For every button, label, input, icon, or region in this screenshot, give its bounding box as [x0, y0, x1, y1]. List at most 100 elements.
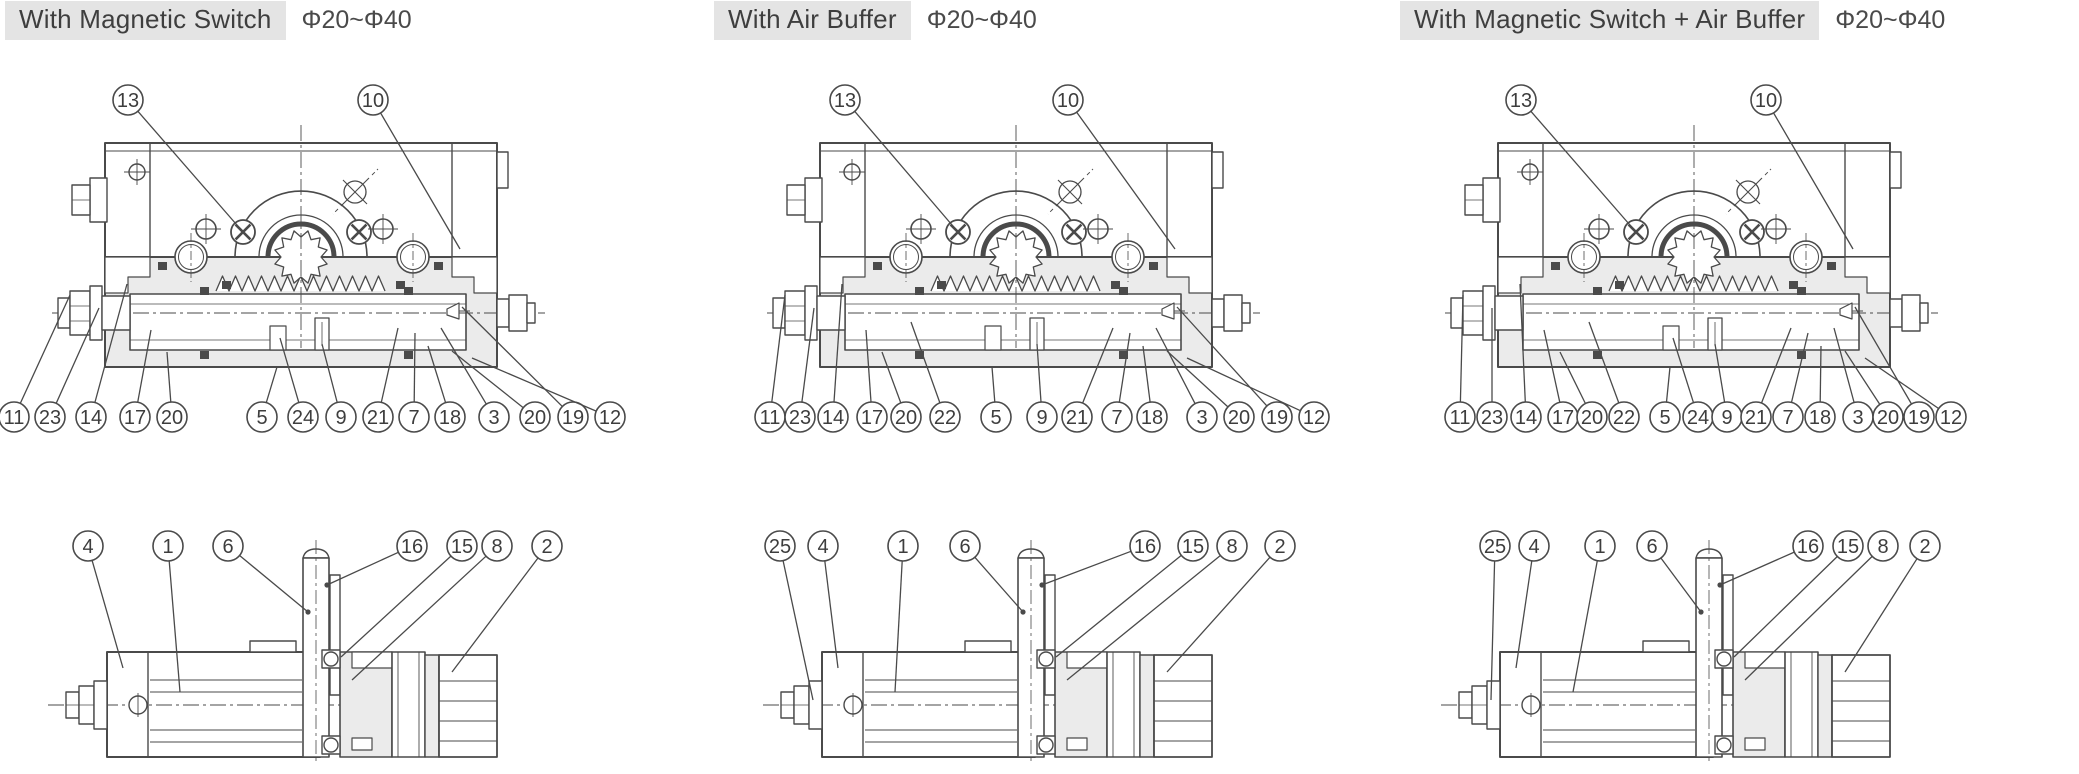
callout-number: 11	[760, 407, 781, 429]
cross-section-view-1: 13 10 11 23 14 17 20 5 2	[0, 84, 626, 433]
top-flange	[249, 640, 297, 653]
seal-mark	[200, 287, 209, 295]
seal-mark	[915, 351, 924, 359]
callout-13: 13	[112, 84, 244, 233]
mounting-tab	[1889, 151, 1902, 189]
callout-14: 14	[75, 283, 128, 433]
seal-mark	[915, 287, 924, 295]
actuator-side-view	[1441, 540, 1891, 765]
callout-20: 20	[1166, 350, 1255, 433]
callout-number: 9	[1721, 407, 1732, 429]
seal-mark	[1797, 351, 1806, 359]
crossed-circle-symbol	[332, 168, 379, 215]
end-bolt-top	[71, 177, 108, 223]
pinion-gear	[274, 230, 328, 284]
seal-mark	[1149, 262, 1158, 270]
seal-mark	[396, 281, 405, 289]
callout-number: 14	[1515, 407, 1537, 429]
side-view-1: 4 1 6 16 15 8 2	[48, 530, 563, 765]
end-bolt-top	[1464, 177, 1501, 223]
callout-number: 20	[1228, 407, 1250, 429]
callout-number: 1	[162, 536, 173, 558]
callout-number: 5	[990, 407, 1001, 429]
callout-4: 4	[807, 530, 839, 669]
callout-10: 10	[1750, 84, 1854, 250]
crossed-circle-symbol	[1725, 168, 1772, 215]
buffer-adjuster-bolt	[496, 294, 536, 332]
callout-24: 24	[279, 337, 319, 433]
panel-title-2: With Air Buffer	[714, 1, 911, 40]
callout-25: 25	[1479, 530, 1511, 701]
callout-19: 19	[461, 306, 589, 433]
piston-rod-bolt	[57, 285, 131, 341]
callout-1: 1	[887, 530, 919, 693]
callout-number: 13	[117, 90, 139, 112]
callout-number: 23	[1481, 407, 1503, 429]
rod-end-bolt	[65, 680, 108, 730]
cross-section-view-3: 13 10 11 23 14 17 20 22	[1444, 84, 1967, 433]
callout-5: 5	[1649, 366, 1681, 433]
callout-7: 7	[1772, 332, 1809, 433]
callout-4: 4	[1515, 530, 1550, 669]
callout-13: 13	[829, 84, 959, 233]
shaft-bearing	[1658, 221, 1730, 258]
callout-number: 23	[789, 407, 811, 429]
callout-number: 14	[80, 407, 102, 429]
callout-14: 14	[817, 283, 849, 433]
port-hole	[174, 233, 208, 282]
callout-number: 24	[292, 407, 314, 429]
callout-15: 15	[340, 530, 478, 658]
panel-title-1: With Magnetic Switch	[5, 1, 286, 40]
cover-screw-icon	[1517, 159, 1543, 185]
callout-number: 22	[934, 407, 956, 429]
callout-number: 18	[1809, 407, 1831, 429]
bearing	[1714, 649, 1734, 669]
pinion-gear	[989, 230, 1043, 284]
side-view-3: 25 4 1 6 16 15 8 2	[1441, 530, 1941, 765]
callout-12: 12	[1864, 357, 1967, 433]
screw-hole-icon	[1761, 214, 1791, 244]
callout-23: 23	[1476, 308, 1508, 433]
callout-22: 22	[1588, 321, 1640, 433]
cover-screw-icon	[839, 159, 865, 185]
callout-number: 21	[367, 407, 389, 429]
callout-number: 13	[834, 90, 856, 112]
switch-rail-plate	[329, 574, 341, 696]
table-column	[1784, 651, 1819, 758]
callout-number: 8	[1877, 536, 1888, 558]
callout-number: 19	[562, 407, 584, 429]
callout-number: 10	[1057, 90, 1079, 112]
callout-number: 19	[1908, 407, 1930, 429]
callout-number: 15	[451, 536, 473, 558]
callout-14: 14	[1510, 283, 1542, 433]
callout-9: 9	[321, 343, 357, 433]
callout-number: 6	[222, 536, 233, 558]
mounting-tab	[1211, 151, 1224, 189]
top-flange	[964, 640, 1012, 653]
bearing	[321, 649, 341, 669]
callout-16: 16	[1039, 530, 1161, 588]
callout-23: 23	[34, 307, 100, 433]
piston-rack	[129, 293, 467, 351]
seal-mark	[200, 351, 209, 359]
callout-20: 20	[1559, 351, 1608, 433]
bearing	[1036, 649, 1056, 669]
callout-number: 17	[124, 407, 146, 429]
panel-title-3: With Magnetic Switch + Air Buffer	[1400, 1, 1820, 40]
bore-range-3: Φ20~Φ40	[1835, 5, 1946, 34]
seal-mark	[1119, 287, 1128, 295]
callout-number: 9	[1036, 407, 1047, 429]
mounting-tab	[496, 151, 509, 189]
callout-17: 17	[856, 329, 888, 433]
table-column	[1106, 651, 1141, 758]
leader-dot	[305, 609, 311, 615]
shaft-bearing	[265, 221, 337, 258]
port-hole	[889, 233, 923, 282]
callout-16: 16	[324, 530, 428, 588]
actuator-cross-section	[52, 125, 545, 368]
cross-section-view-2: 13 10 11 23 14 17 20 22	[754, 84, 1330, 433]
side-view-2: 25 4 1 6 16 15 8 2	[763, 530, 1296, 765]
callout-number: 19	[1266, 407, 1288, 429]
screw-hole-icon	[906, 214, 936, 244]
seal-mark	[434, 262, 443, 270]
